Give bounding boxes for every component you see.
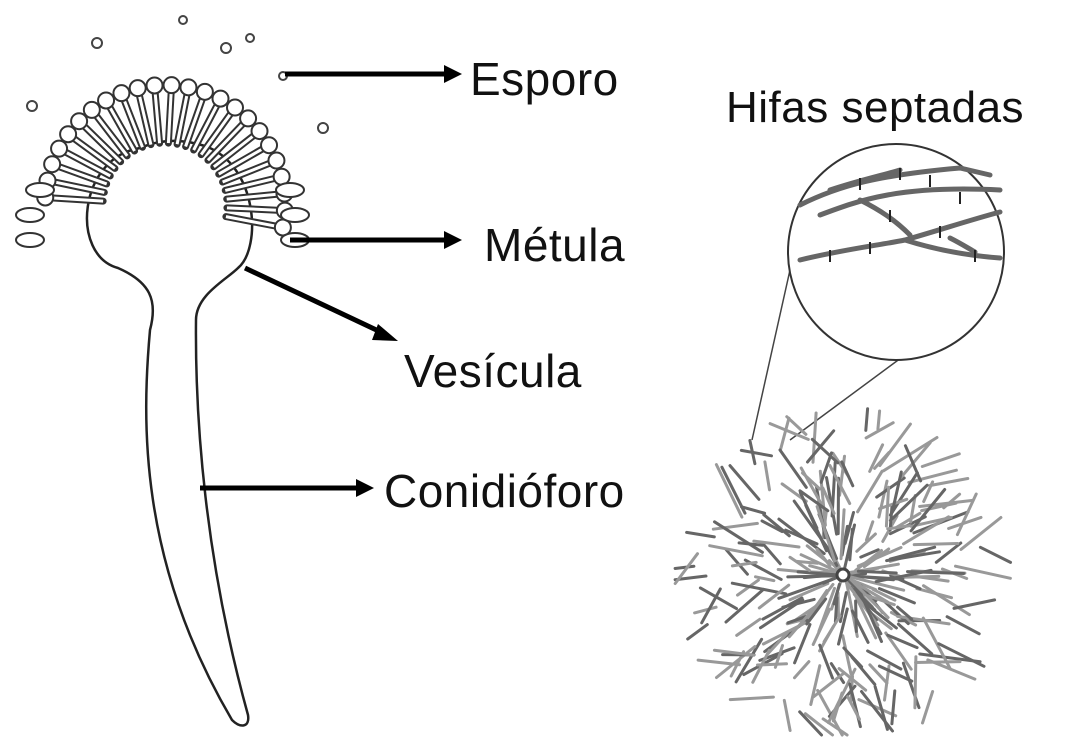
colony-hypha — [916, 662, 960, 663]
phialide-head — [60, 126, 76, 142]
colony-hypha — [781, 418, 789, 449]
colony-hypha — [790, 557, 810, 570]
fungal-colony — [675, 409, 1010, 735]
phialide-head — [44, 156, 60, 172]
colony-hypha — [763, 543, 781, 564]
label-esporo: Esporo — [470, 56, 619, 102]
phialide-head — [252, 123, 268, 139]
phialide-head — [130, 80, 146, 96]
colony-hypha — [824, 616, 840, 642]
label-metula: Métula — [484, 222, 625, 268]
spore — [221, 43, 231, 53]
colony-hypha — [687, 532, 715, 537]
label-vesicula: Vesícula — [404, 348, 582, 394]
colony-hypha — [695, 607, 717, 613]
phialide-head — [113, 85, 129, 101]
colony-hypha — [917, 589, 952, 598]
colony-hypha — [866, 409, 868, 431]
phialide-head — [276, 183, 304, 197]
colony-hypha — [954, 600, 995, 609]
arrow-vesicula-line — [245, 268, 385, 334]
colony-hypha — [737, 619, 760, 635]
arrow-vesicula-head — [372, 324, 398, 341]
phialide-head — [16, 233, 44, 247]
phialide-head — [16, 208, 44, 222]
conidiophore-vesicle — [87, 141, 252, 726]
colony-hypha — [878, 411, 880, 429]
colony-hypha — [820, 645, 833, 678]
colony-hypha — [856, 601, 857, 631]
colony-hypha — [914, 544, 958, 545]
phialide-head — [71, 113, 87, 129]
arrow-esporo-head — [444, 65, 462, 83]
colony-hypha — [858, 471, 883, 512]
colony-hypha — [886, 487, 888, 526]
colony-hypha — [947, 617, 979, 634]
colony-hypha — [765, 462, 770, 490]
label-hifas-septadas: Hifas septadas — [726, 86, 1024, 130]
phialide-head — [268, 153, 284, 169]
colony-hypha — [930, 479, 968, 486]
phialide-head — [164, 77, 180, 93]
colony-hypha — [811, 666, 820, 705]
colony-hypha — [915, 657, 916, 708]
phialide-head — [147, 77, 163, 93]
phialide-head — [261, 137, 277, 153]
colony-hypha — [741, 450, 771, 455]
phialide-head — [51, 141, 67, 157]
spore — [318, 123, 328, 133]
colony-hypha — [858, 571, 896, 573]
spore — [179, 16, 187, 24]
colony-hypha — [898, 624, 931, 654]
spore — [92, 38, 102, 48]
colony-hypha — [716, 465, 742, 517]
colony-hypha — [892, 691, 895, 724]
arrow-metula-head — [444, 231, 462, 249]
spore — [27, 101, 37, 111]
colony-hypha — [784, 700, 790, 730]
phialide-head — [240, 110, 256, 126]
phialide-head — [281, 208, 309, 222]
colony-hypha — [675, 566, 694, 568]
colony-hypha — [838, 593, 839, 616]
phialide-head — [84, 102, 100, 118]
colony-center — [837, 569, 849, 581]
colony-hypha — [980, 547, 1010, 562]
colony-hypha — [922, 454, 959, 467]
arrow-conidioforo-head — [356, 479, 374, 497]
colony-hypha — [688, 625, 708, 639]
phialide-head — [26, 183, 54, 197]
colony-hypha — [850, 529, 853, 560]
colony-hypha — [795, 662, 809, 678]
phialide-head — [227, 100, 243, 116]
colony-hypha — [923, 692, 933, 723]
colony-hypha — [797, 561, 818, 563]
loose-spores — [27, 16, 328, 133]
magnified-hyphae — [788, 144, 1004, 360]
colony-hypha — [730, 697, 773, 700]
phialide-head — [98, 92, 114, 108]
phialide-head — [197, 84, 213, 100]
phialide-head — [212, 91, 228, 107]
phialide-head — [180, 79, 196, 95]
colony-hypha — [924, 586, 970, 615]
label-conidioforo: Conidióforo — [384, 468, 625, 514]
spore — [246, 34, 254, 42]
